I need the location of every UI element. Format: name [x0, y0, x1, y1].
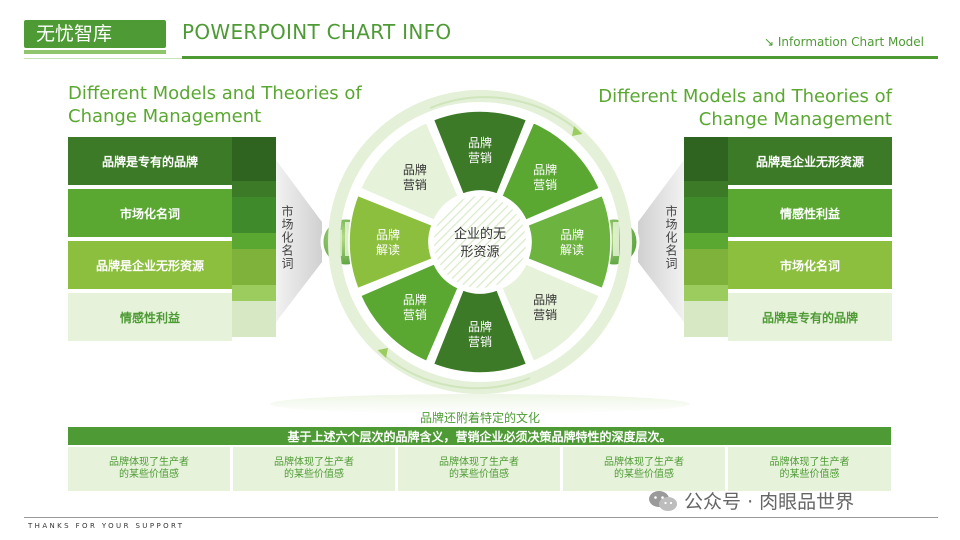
right-heading-line2: Change Management [698, 109, 892, 130]
left-funnel [276, 160, 322, 322]
right-heading: Different Models and Theories of Change … [572, 85, 892, 131]
ring-arrowhead-bottom [378, 348, 388, 358]
bottom-cell-4: 品牌体现了生产者的某些价值感 [563, 447, 725, 491]
cell-line1: 品牌体现了生产者 [604, 457, 684, 468]
header-divider-light [24, 58, 182, 59]
wheel-segment-label: 营销 [403, 178, 427, 192]
header-divider [182, 56, 938, 59]
subtitle-text: Information Chart Model [777, 35, 924, 49]
left-bar-4: 情感性利益 [68, 293, 232, 341]
ring-arrow-top [429, 96, 583, 135]
cell-line2: 的某些价值感 [449, 469, 509, 480]
header-subtitle: ↘ Information Chart Model [764, 35, 924, 49]
right-funnel-label: 市场化名词 [664, 205, 678, 270]
brand-box [24, 20, 166, 48]
bottom-cell-5: 品牌体现了生产者的某些价值感 [728, 447, 891, 491]
center-text-line1: 企业的无 [454, 226, 506, 242]
wheel-segment [348, 194, 434, 290]
wheel-segment-label: 品牌 [560, 228, 584, 242]
wheel-center [434, 196, 526, 288]
footer-thanks: THANKS FOR YOUR SUPPORT [28, 522, 185, 530]
bottom-cell-3: 品牌体现了生产者的某些价值感 [398, 447, 560, 491]
page-title: POWERPOINT CHART INFO [182, 20, 452, 44]
wheel-segment [359, 121, 460, 222]
left-funnel-label: 市场化名词 [280, 205, 294, 270]
ground-shadow [270, 394, 690, 414]
left-bar-1: 品牌是专有的品牌 [68, 137, 232, 185]
cell-line1: 品牌体现了生产者 [274, 457, 354, 468]
right-bar-4: 品牌是专有的品牌 [728, 293, 892, 341]
bottom-cell-2: 品牌体现了生产者的某些价值感 [233, 447, 395, 491]
left-bar-3: 品牌是企业无形资源 [68, 241, 232, 289]
cell-line2: 的某些价值感 [779, 469, 840, 480]
arrow-icon: ↘ [764, 35, 775, 49]
wheel-segment [432, 110, 528, 196]
right-bar-1: 品牌是企业无形资源 [728, 137, 892, 185]
cell-line1: 品牌体现了生产者 [439, 457, 519, 468]
wheel-segment-label: 品牌 [468, 136, 492, 150]
wheel-segment-label: 营销 [468, 335, 492, 349]
right-bar-3: 市场化名词 [728, 241, 892, 289]
footer-divider [24, 517, 938, 518]
right-bar-tabs [684, 137, 728, 337]
wheel-segment-label: 品牌 [376, 228, 400, 242]
wheel-segment-label: 营销 [468, 151, 492, 165]
wheel-segment-label: 品牌 [403, 293, 427, 307]
left-heading-line1: Different Models and Theories of [68, 83, 362, 104]
bottom-cell-1: 品牌体现了生产者的某些价值感 [68, 447, 230, 491]
brand-logo-text: 无忧智库 [36, 23, 113, 45]
wheel-segment [432, 288, 528, 374]
ring-arrow-bottom [377, 349, 531, 390]
right-heading-line1: Different Models and Theories of [598, 86, 892, 107]
wheel-segment-label: 品牌 [468, 320, 492, 334]
wechat-icon [649, 491, 677, 511]
wheel-segment [500, 262, 601, 363]
cell-line2: 的某些价值感 [284, 469, 344, 480]
cell-line1: 品牌体现了生产者 [109, 457, 189, 468]
left-bar-2: 市场化名词 [68, 189, 232, 237]
wheel-segment-label: 营销 [403, 308, 427, 322]
bottom-banner: 基于上述六个层次的品牌含义，营销企业必须决策品牌特性的深度层次。 [68, 427, 891, 445]
cell-line2: 的某些价值感 [119, 469, 179, 480]
wheel-segment [526, 194, 612, 290]
left-bar-tabs [232, 137, 276, 337]
wheel-segment-label: 解读 [376, 243, 400, 257]
wheel-segment [359, 262, 460, 363]
wechat-watermark: 公众号 · 肉眼品世界 [648, 487, 854, 514]
brand-underline [24, 50, 166, 54]
ring-arrowhead-top [572, 126, 582, 136]
wheel-segment-label: 营销 [533, 308, 557, 322]
center-text-line2: 形资源 [460, 245, 499, 260]
bottom-caption: 品牌还附着特定的文化 [419, 411, 540, 425]
wheel-segment [500, 121, 601, 222]
wheel-segment-label: 品牌 [403, 163, 427, 177]
wheel-segment-label: 解读 [560, 243, 584, 257]
left-heading: Different Models and Theories of Change … [68, 82, 388, 128]
wheel-segment-label: 品牌 [533, 163, 557, 177]
cell-line2: 的某些价值感 [614, 469, 674, 480]
wechat-text: 公众号 · 肉眼品世界 [684, 491, 855, 513]
left-heading-line2: Change Management [68, 106, 262, 127]
right-bar-2: 情感性利益 [728, 189, 892, 237]
wheel-segment-label: 营销 [533, 178, 557, 192]
cell-line1: 品牌体现了生产者 [769, 457, 850, 468]
right-funnel [638, 160, 684, 322]
wheel-segment-label: 品牌 [533, 293, 557, 307]
